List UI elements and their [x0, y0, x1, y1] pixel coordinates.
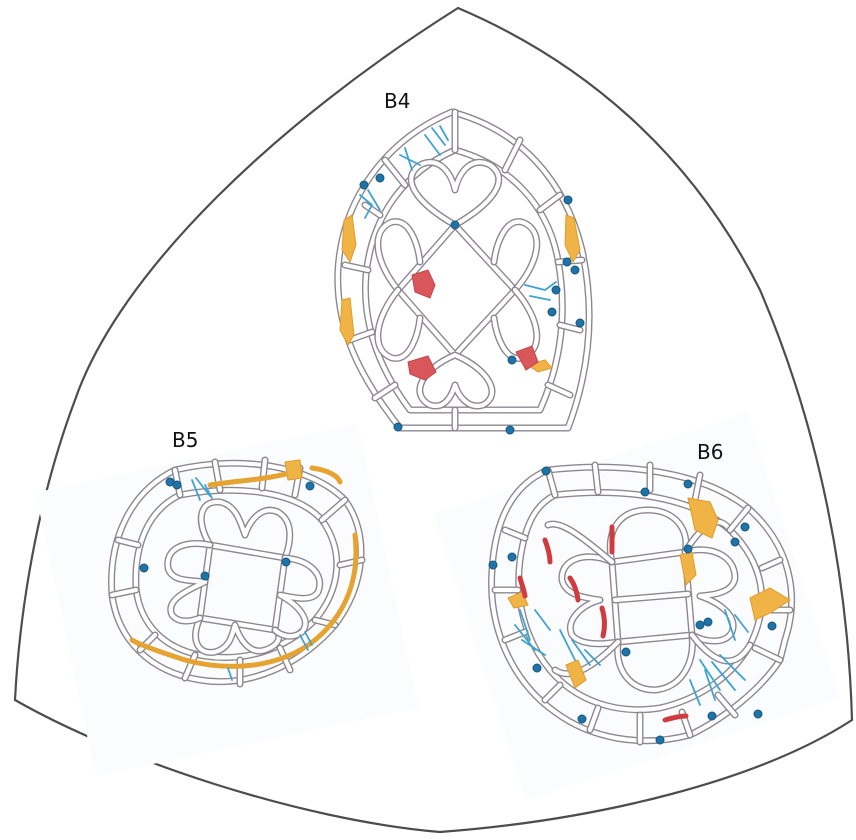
b5-cracks [191, 477, 313, 681]
b6-cracks [514, 609, 749, 706]
label-b5: B5 [172, 428, 198, 452]
b4-cracks [359, 125, 557, 301]
b6-nodes [488, 466, 777, 745]
b6-damage [507, 497, 791, 723]
b4-nodes [359, 173, 585, 435]
b5-damage [129, 459, 359, 669]
panel-b5: B5 [108, 428, 366, 688]
b5-nodes [139, 477, 315, 581]
label-b6: B6 [697, 440, 723, 464]
b4-damage [339, 214, 581, 381]
panel-b4: B4 [334, 89, 593, 435]
label-b4: B4 [384, 89, 410, 113]
panel-b6: B6 [488, 440, 796, 746]
